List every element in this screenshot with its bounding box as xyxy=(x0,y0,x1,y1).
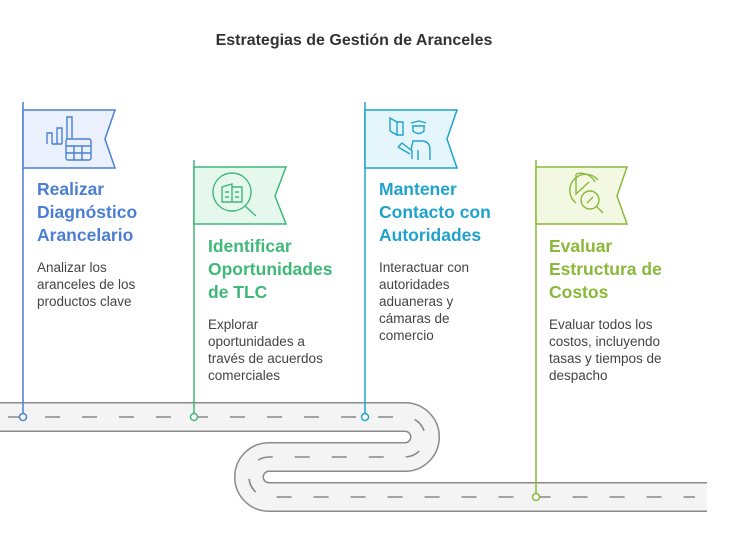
step-evaluar-costos: Evaluar Estructura de Costos Evaluar tod… xyxy=(549,235,709,384)
step-mantener-contacto: Mantener Contacto con Autoridades Intera… xyxy=(379,178,539,344)
flag-3 xyxy=(360,102,459,422)
step-identificar-oportunidades: Identificar Oportunidades de TLC Explora… xyxy=(208,235,368,384)
step-description: Evaluar todos los costos, incluyendo tas… xyxy=(549,317,662,383)
pie-chart-search-icon xyxy=(569,172,604,214)
customs-officer-icon xyxy=(389,116,431,160)
step-description: Interactuar con autoridades aduaneras y … xyxy=(379,260,470,343)
step-realizar-diagnostico: Realizar Diagnóstico Arancelario Analiza… xyxy=(37,178,197,310)
chart-table-icon xyxy=(46,116,92,161)
step-heading: Evaluar Estructura de Costos xyxy=(549,236,662,302)
step-description: Explorar oportunidades a través de acuer… xyxy=(208,317,323,383)
diagram-title: Estrategias de Gestión de Aranceles xyxy=(215,32,493,49)
road xyxy=(0,402,707,512)
step-heading: Identificar Oportunidades de TLC xyxy=(208,236,333,302)
step-heading: Realizar Diagnóstico Arancelario xyxy=(37,179,138,245)
search-document-icon xyxy=(212,172,257,217)
step-heading: Mantener Contacto con Autoridades xyxy=(379,179,491,245)
step-description: Analizar los aranceles de los productos … xyxy=(37,260,136,309)
